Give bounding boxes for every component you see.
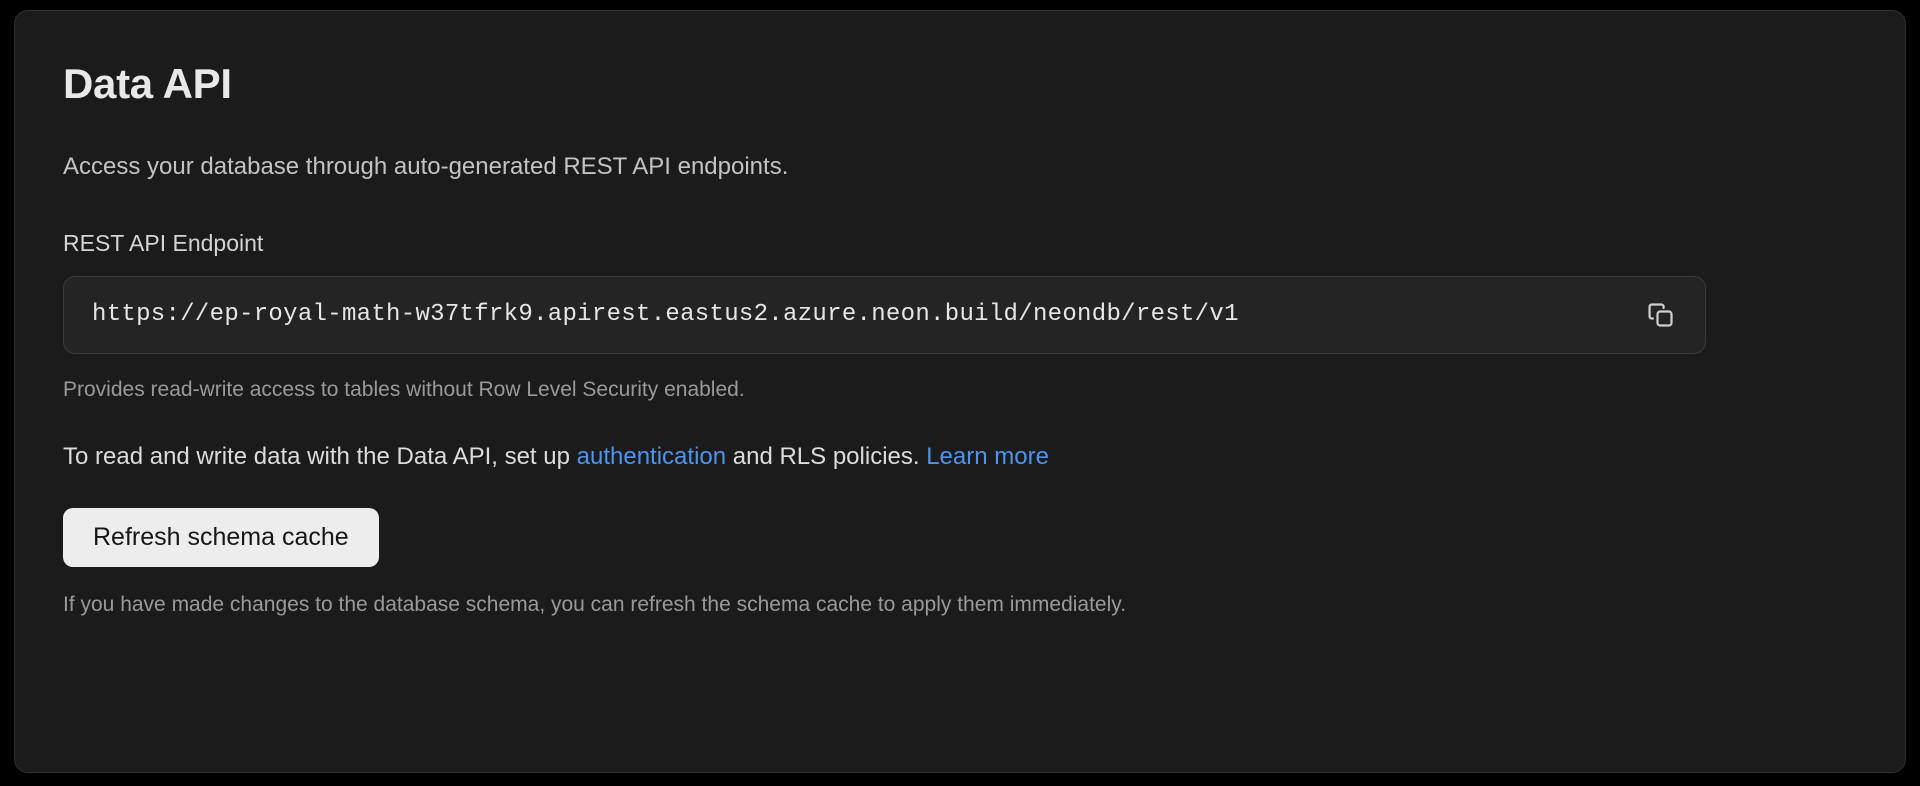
data-api-card: Data API Access your database through au…	[14, 10, 1906, 773]
rls-setup-paragraph: To read and write data with the Data API…	[63, 441, 1857, 472]
copy-icon	[1647, 301, 1675, 329]
page-title: Data API	[63, 60, 232, 107]
copy-endpoint-button[interactable]	[1641, 295, 1681, 335]
authentication-link[interactable]: authentication	[576, 443, 727, 471]
learn-more-link[interactable]: Learn more	[926, 443, 1049, 471]
refresh-schema-note: If you have made changes to the database…	[63, 593, 1127, 617]
endpoint-field-container	[63, 275, 1706, 354]
rest-api-endpoint-label: REST API Endpoint	[63, 230, 264, 257]
rls-text-part2: and RLS policies.	[726, 443, 927, 471]
refresh-schema-cache-button[interactable]: Refresh schema cache	[63, 508, 379, 568]
card-description: Access your database through auto-genera…	[63, 153, 789, 181]
endpoint-input[interactable]	[92, 301, 1627, 329]
rls-text-part1: To read and write data with the Data API…	[63, 443, 577, 471]
endpoint-helper-text: Provides read-write access to tables wit…	[63, 377, 745, 401]
